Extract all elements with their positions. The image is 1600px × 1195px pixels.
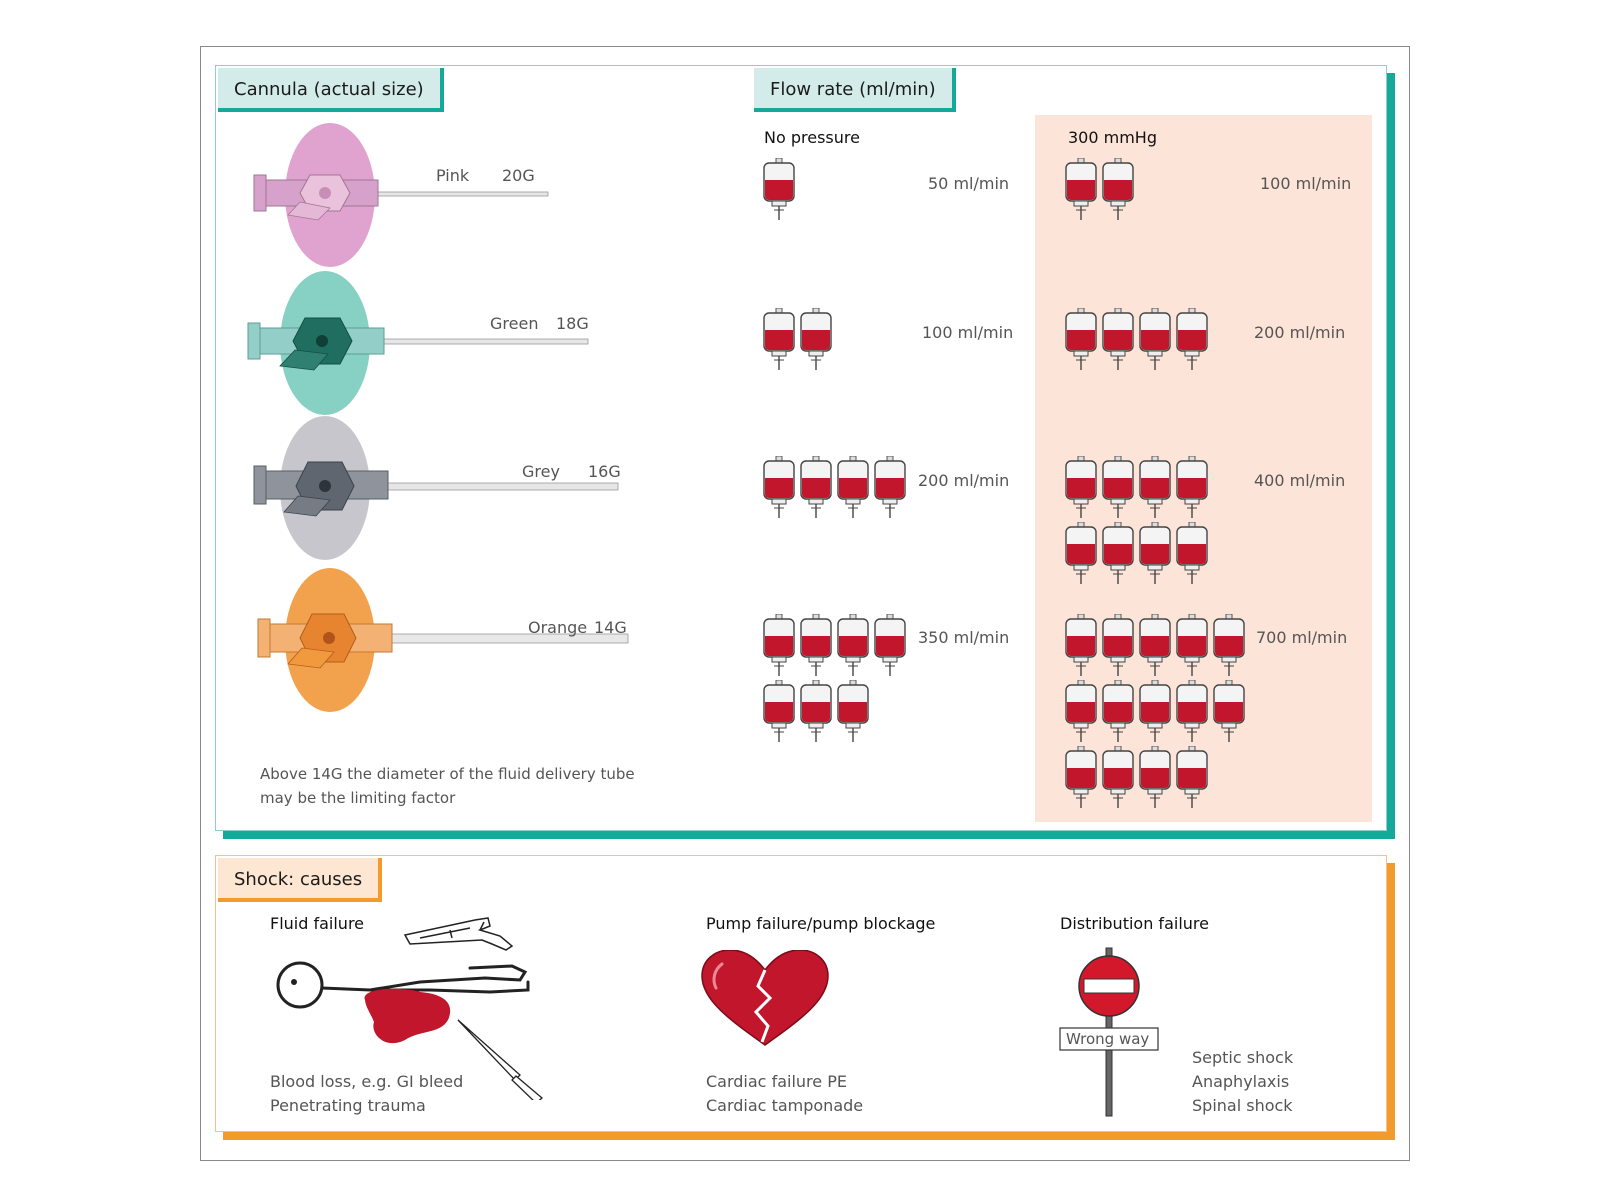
cannula-gauge-label: 18G	[556, 314, 589, 333]
fluid-failure-heading: Fluid failure	[270, 914, 365, 933]
revolver-icon	[403, 917, 514, 951]
cannula-icon	[253, 123, 549, 267]
blood-bag-icon	[1138, 679, 1172, 748]
blood-bag-icon	[873, 613, 907, 682]
blood-bag-icon	[1138, 307, 1172, 376]
blood-bag-icon	[1175, 679, 1209, 748]
cannula-icon	[253, 416, 619, 560]
no-pressure-rate: 50 ml/min	[928, 174, 1010, 193]
distribution-failure-cause: Septic shock	[1192, 1048, 1294, 1067]
pressure-rate: 200 ml/min	[1254, 323, 1346, 342]
knife-icon	[457, 1019, 544, 1100]
blood-bag-icon	[1175, 745, 1209, 814]
pump-failure-cause: Cardiac tamponade	[706, 1096, 864, 1115]
no-pressure-rate: 200 ml/min	[918, 471, 1010, 490]
blood-bag-icon	[799, 455, 833, 524]
pump-failure-heading: Pump failure/pump blockage	[706, 914, 936, 933]
pressure-rate: 700 ml/min	[1256, 628, 1348, 647]
blood-bag-icon	[1101, 307, 1135, 376]
blood-bag-icon	[1101, 157, 1135, 226]
blood-bag-icon	[1064, 745, 1098, 814]
broken-heart-icon	[701, 950, 829, 1046]
blood-bag-icon	[1138, 613, 1172, 682]
blood-bag-icon	[1101, 745, 1135, 814]
cannula-color-label: Green	[490, 314, 539, 333]
blood-bag-icon	[762, 455, 796, 524]
shock-panel-title: Shock: causes	[218, 858, 383, 902]
blood-bag-icon	[1138, 745, 1172, 814]
fluid-failure-cause: Blood loss, e.g. GI bleed	[270, 1072, 464, 1091]
no-pressure-header: No pressure	[764, 128, 860, 147]
blood-bag-icon	[836, 455, 870, 524]
distribution-failure-cause: Spinal shock	[1192, 1096, 1293, 1115]
blood-bag-icon	[873, 455, 907, 524]
cannula-gauge-label: 16G	[588, 462, 621, 481]
cannula-gauge-label: 20G	[502, 166, 535, 185]
figure-frame	[200, 46, 1410, 1161]
blood-bag-icon	[1212, 613, 1246, 682]
blood-pool-shape	[364, 988, 451, 1044]
blood-bag-icon	[1064, 307, 1098, 376]
cannula-icon	[257, 568, 629, 712]
cannula-illustrations	[247, 123, 629, 712]
cannula-color-label: Pink	[436, 166, 470, 185]
blood-bag-icon	[836, 679, 870, 748]
flow-panel-title: Flow rate (ml/min)	[754, 68, 956, 112]
blood-bag-icon	[1101, 521, 1135, 590]
blood-bag-icon	[1138, 455, 1172, 524]
pressure-rate: 100 ml/min	[1260, 174, 1352, 193]
no-entry-sign-icon	[1059, 947, 1159, 1117]
pressure-rate: 400 ml/min	[1254, 471, 1346, 490]
blood-bag-icon	[1101, 613, 1135, 682]
blood-bag-icon	[799, 613, 833, 682]
blood-bag-icon	[836, 613, 870, 682]
wrong-way-sign-text: Wrong way	[1066, 1030, 1150, 1048]
blood-bag-icon	[1064, 613, 1098, 682]
blood-bag-icon	[1212, 679, 1246, 748]
cannula-icon	[247, 271, 589, 415]
distribution-failure-heading: Distribution failure	[1060, 914, 1209, 933]
no-pressure-rate: 100 ml/min	[922, 323, 1014, 342]
blood-bag-icon	[762, 679, 796, 748]
cannula-color-label: Orange	[528, 618, 588, 637]
blood-bag-icon	[1175, 307, 1209, 376]
cannula-panel-title: Cannula (actual size)	[218, 68, 444, 112]
distribution-failure-cause: Anaphylaxis	[1192, 1072, 1290, 1091]
blood-bag-icon	[1064, 521, 1098, 590]
no-pressure-rate: 350 ml/min	[918, 628, 1010, 647]
cannula-color-label: Grey	[522, 462, 560, 481]
blood-bag-icon	[1175, 455, 1209, 524]
blood-bag-icon	[1064, 679, 1098, 748]
blood-bag-icon	[762, 307, 796, 376]
pressure-header: 300 mmHg	[1068, 128, 1157, 147]
cannula-gauge-label: 14G	[594, 618, 627, 637]
pump-failure-cause: Cardiac failure PE	[706, 1072, 847, 1091]
fluid-failure-illustration	[276, 917, 544, 1100]
blood-bag-icon	[1064, 455, 1098, 524]
blood-bag-icon	[1175, 521, 1209, 590]
blood-bag-icon	[762, 613, 796, 682]
blood-bag-icon	[1138, 521, 1172, 590]
blood-bag-icon	[1175, 613, 1209, 682]
fluid-failure-cause: Penetrating trauma	[270, 1096, 426, 1115]
blood-bag-icon	[799, 679, 833, 748]
blood-bag-icon	[1101, 679, 1135, 748]
cannula-note: Above 14G the diameter of the fluid deli…	[260, 765, 635, 807]
blood-bag-icon	[1064, 157, 1098, 226]
blood-bag-icon	[1101, 455, 1135, 524]
blood-bag-icon	[762, 157, 796, 226]
blood-bag-icon	[799, 307, 833, 376]
